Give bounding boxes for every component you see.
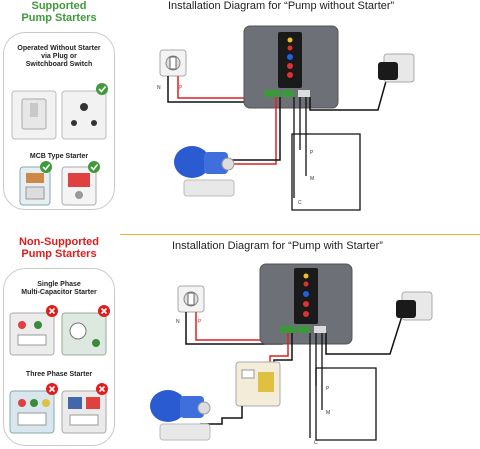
check-icon (88, 161, 100, 173)
pump-starter-image (235, 361, 281, 407)
switch-p-label: P (198, 319, 202, 325)
non-supported-title-line2: Pump Starters (21, 248, 97, 260)
mcb-starter-image (19, 161, 100, 206)
wall-switch-icon (177, 285, 205, 313)
multi-capacitor-starter-image (9, 305, 110, 356)
switch-n-label: N (157, 85, 161, 91)
power-adapter-icon (378, 53, 415, 83)
probe-m-label: M (326, 410, 330, 416)
section-divider (120, 234, 480, 235)
supported-card: Operated Without Starter via Plug or Swi… (3, 32, 115, 210)
diagram1-title: Installation Diagram for “Pump without S… (168, 0, 395, 12)
probe-p-label: P (310, 150, 314, 156)
diagram2-title: Installation Diagram for “Pump with Star… (172, 240, 383, 252)
water-tank (315, 367, 377, 441)
check-icon (96, 83, 108, 95)
controller-unit (243, 25, 339, 109)
non-supported-item1-caption: Single Phase Multi-Capacitor Starter (4, 281, 114, 297)
switch-p-label: P (179, 85, 183, 91)
diagram2: N P P M C (150, 263, 433, 446)
non-supported-title: Non-Supported Pump Starters (0, 236, 118, 260)
pump-image (174, 146, 235, 197)
caption-line: Single Phase (37, 281, 81, 288)
probe-c-label: C (314, 440, 318, 446)
controller-unit (259, 263, 353, 345)
probe-c-label: C (298, 200, 302, 206)
supported-item1-caption: Operated Without Starter via Plug or Swi… (4, 45, 114, 69)
supported-title-line1: Supported (31, 0, 87, 12)
non-supported-title-line1: Non-Supported (18, 236, 100, 248)
supported-item2-caption: MCB Type Starter (29, 153, 89, 160)
caption-line: Multi-Capacitor Starter (21, 289, 97, 296)
switchboard-image (11, 83, 108, 140)
water-tank (291, 133, 361, 211)
check-icon (40, 161, 52, 173)
switch-n-label: N (176, 319, 180, 325)
probe-p-label: P (326, 386, 330, 392)
power-adapter-icon (396, 291, 433, 321)
caption-line: Operated Without Starter (17, 45, 101, 52)
diagram1: N P P M C (157, 25, 415, 211)
wall-switch-icon (159, 49, 187, 77)
caption-line: Switchboard Switch (25, 61, 93, 68)
pump-image (150, 390, 211, 441)
supported-title: Supported Pump Starters (0, 0, 118, 24)
non-supported-item2-caption: Three Phase Starter (25, 371, 93, 378)
supported-title-line2: Pump Starters (21, 12, 97, 24)
three-phase-starter-image (9, 383, 108, 434)
non-supported-card: Single Phase Multi-Capacitor Starter Thr… (3, 268, 115, 446)
probe-m-label: M (310, 176, 314, 182)
caption-line: via Plug or (41, 53, 77, 60)
